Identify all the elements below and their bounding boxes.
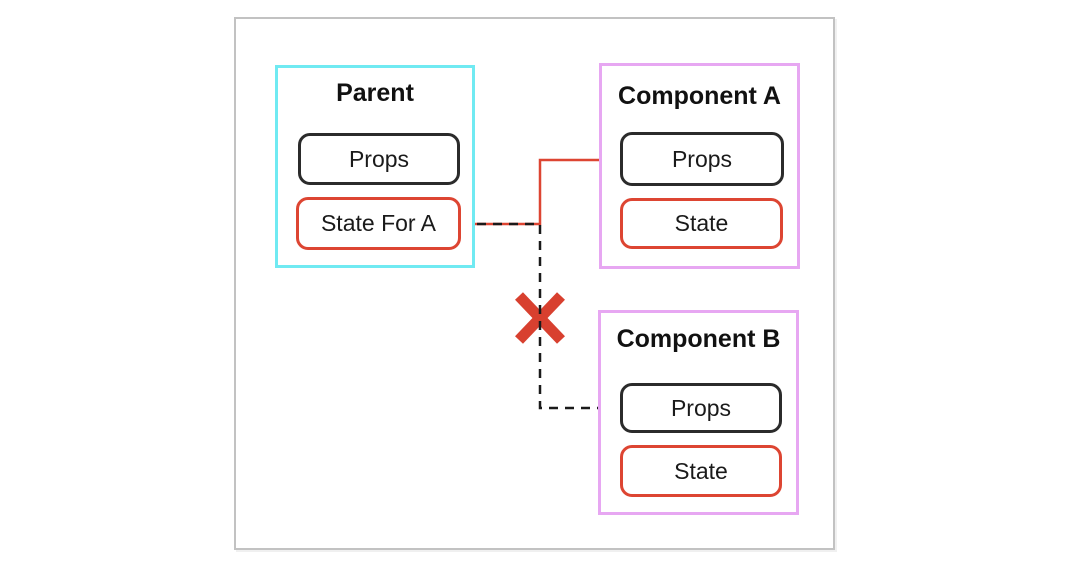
parent-state-for-a-box: State For A [296,197,461,250]
parent-props-label: Props [348,145,410,172]
parent-state-for-a-label: State For A [320,210,437,236]
component-b-title: Component B [616,325,781,353]
component-a-state-label: State [674,210,729,236]
component-a-props-box: Props [620,132,784,186]
component-b-state-box: State [620,445,782,497]
diagram-frame: Parent Props State For A Component A Pro… [234,17,835,550]
component-a-container: Component A Props State [599,63,800,269]
parent-props-box: Props [298,133,460,185]
parent-container: Parent Props State For A [275,65,475,268]
dashed-arrow-line [461,222,607,410]
component-a-state-box: State [620,198,783,249]
component-a-props-label: Props [671,145,733,172]
solid-arrow-line [461,158,604,226]
component-b-state-label: State [674,457,728,484]
component-b-props-box: Props [620,383,782,433]
component-b-container: Component B Props State [598,310,799,515]
component-b-props-label: Props [670,394,732,421]
component-a-title: Component A [618,82,781,110]
parent-title: Parent [336,79,414,107]
blocked-x-icon [515,292,565,344]
